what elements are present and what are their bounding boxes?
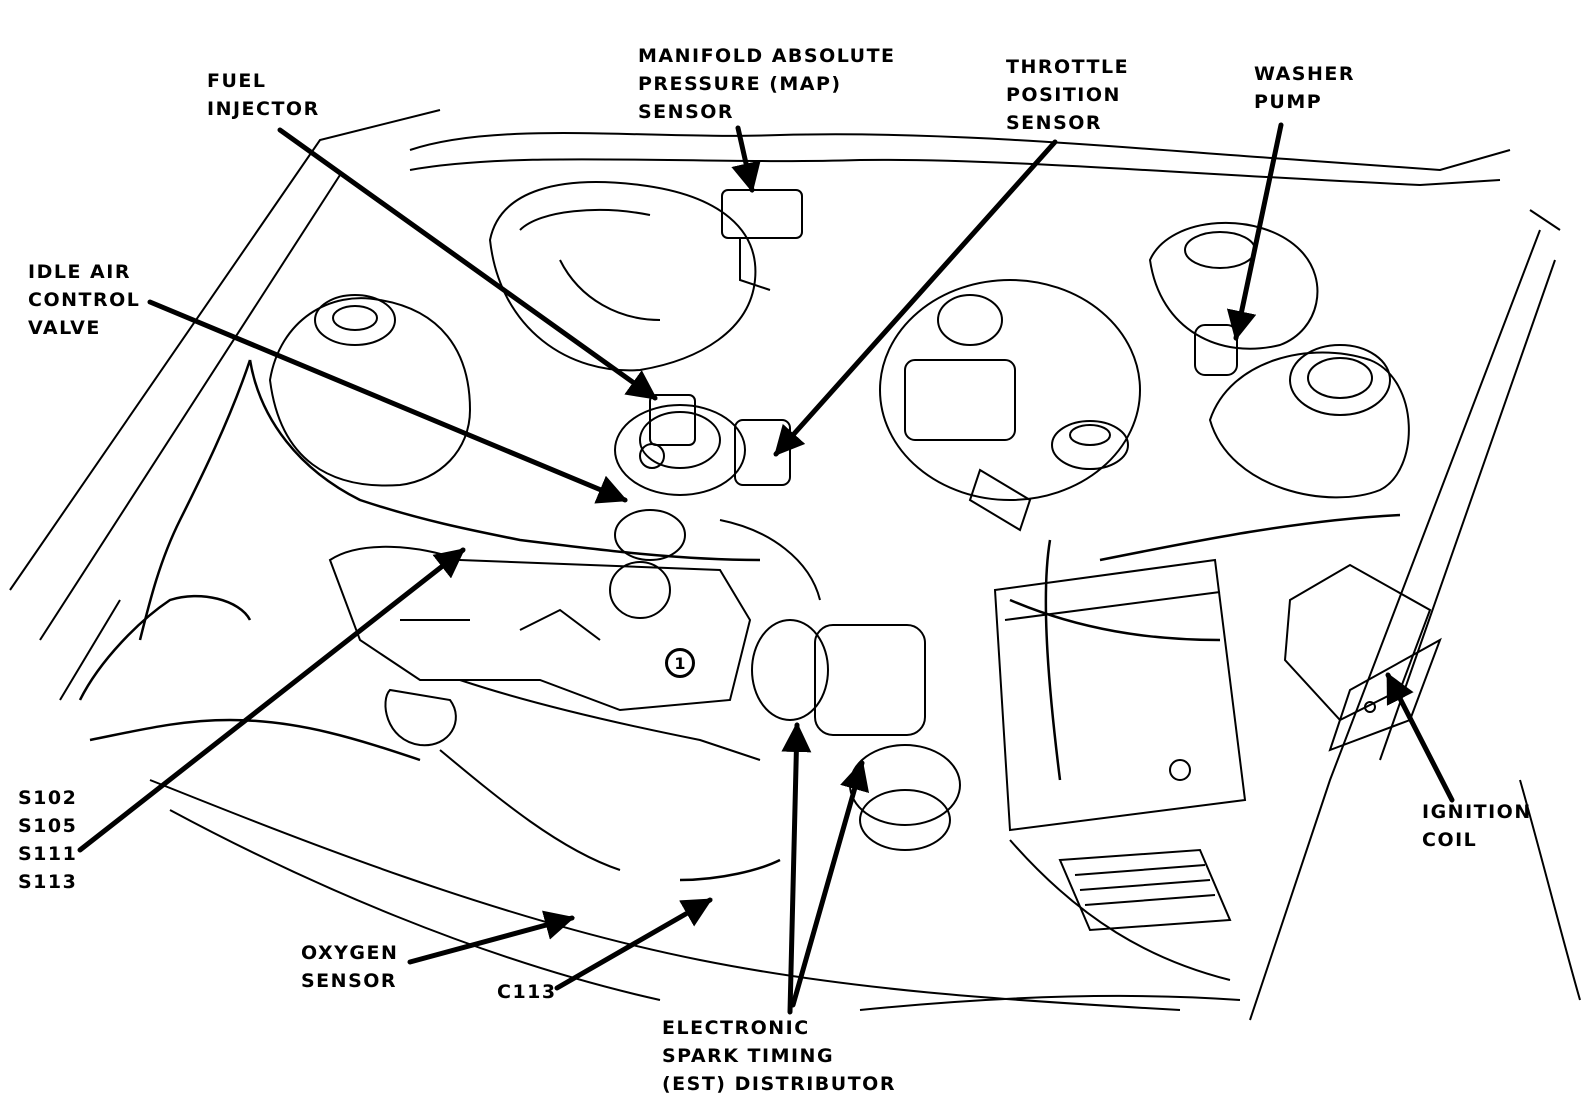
ignition-coil-label: IGNITION COIL: [1422, 801, 1532, 851]
throttle-body-assembly: [609, 394, 791, 619]
fuel-injector-label: FUEL INJECTOR: [207, 70, 320, 120]
est-distributor-label: ELECTRONIC SPARK TIMING (EST) DISTRIBUTO…: [662, 1017, 896, 1095]
wiring-harness: [78, 359, 1401, 882]
map-sensor-leader: [731, 125, 761, 193]
est-distributor-body: [751, 619, 961, 851]
svg-text:1: 1: [674, 654, 685, 673]
c113-leader: [554, 897, 713, 991]
washer-pump-label: WASHER PUMP: [1254, 63, 1356, 113]
engine-block: [328, 519, 821, 871]
map-sensor-body: [721, 189, 803, 291]
throttle-position-sensor-label: THROTTLE POSITION SENSOR: [1006, 56, 1130, 134]
air-cleaner-housing: [488, 181, 757, 372]
map-sensor-label: MANIFOLD ABSOLUTE PRESSURE (MAP) SENSOR: [638, 45, 896, 123]
circled-number-mark: 1: [666, 649, 694, 677]
splices-label: S102 S105 S111 S113: [18, 787, 78, 893]
est-distributor-leader-1: [781, 722, 812, 1015]
right-strut-tower: [1148, 221, 1410, 499]
oxygen-sensor-leader: [407, 910, 575, 965]
est-distributor-leader-2: [790, 760, 870, 1008]
c113-label: C113: [497, 981, 557, 1003]
washer-pump-leader: [1226, 122, 1284, 341]
throttle-position-sensor-leader: [773, 139, 1058, 457]
vehicle-body-outline: [9, 109, 1581, 1021]
splices-leader: [77, 547, 466, 853]
oxygen-sensor-label: OXYGEN SENSOR: [301, 942, 399, 992]
brake-master-cylinder: [879, 279, 1141, 532]
idle-air-control-valve-leader: [147, 299, 628, 504]
idle-air-control-valve-label: IDLE AIR CONTROL VALVE: [28, 261, 141, 339]
fuel-injector-leader: [277, 127, 658, 401]
left-strut-tower: [268, 294, 472, 487]
battery: [993, 558, 1247, 981]
ignition-coil-leader: [1385, 672, 1455, 803]
leader-arrows: [77, 122, 1455, 1015]
